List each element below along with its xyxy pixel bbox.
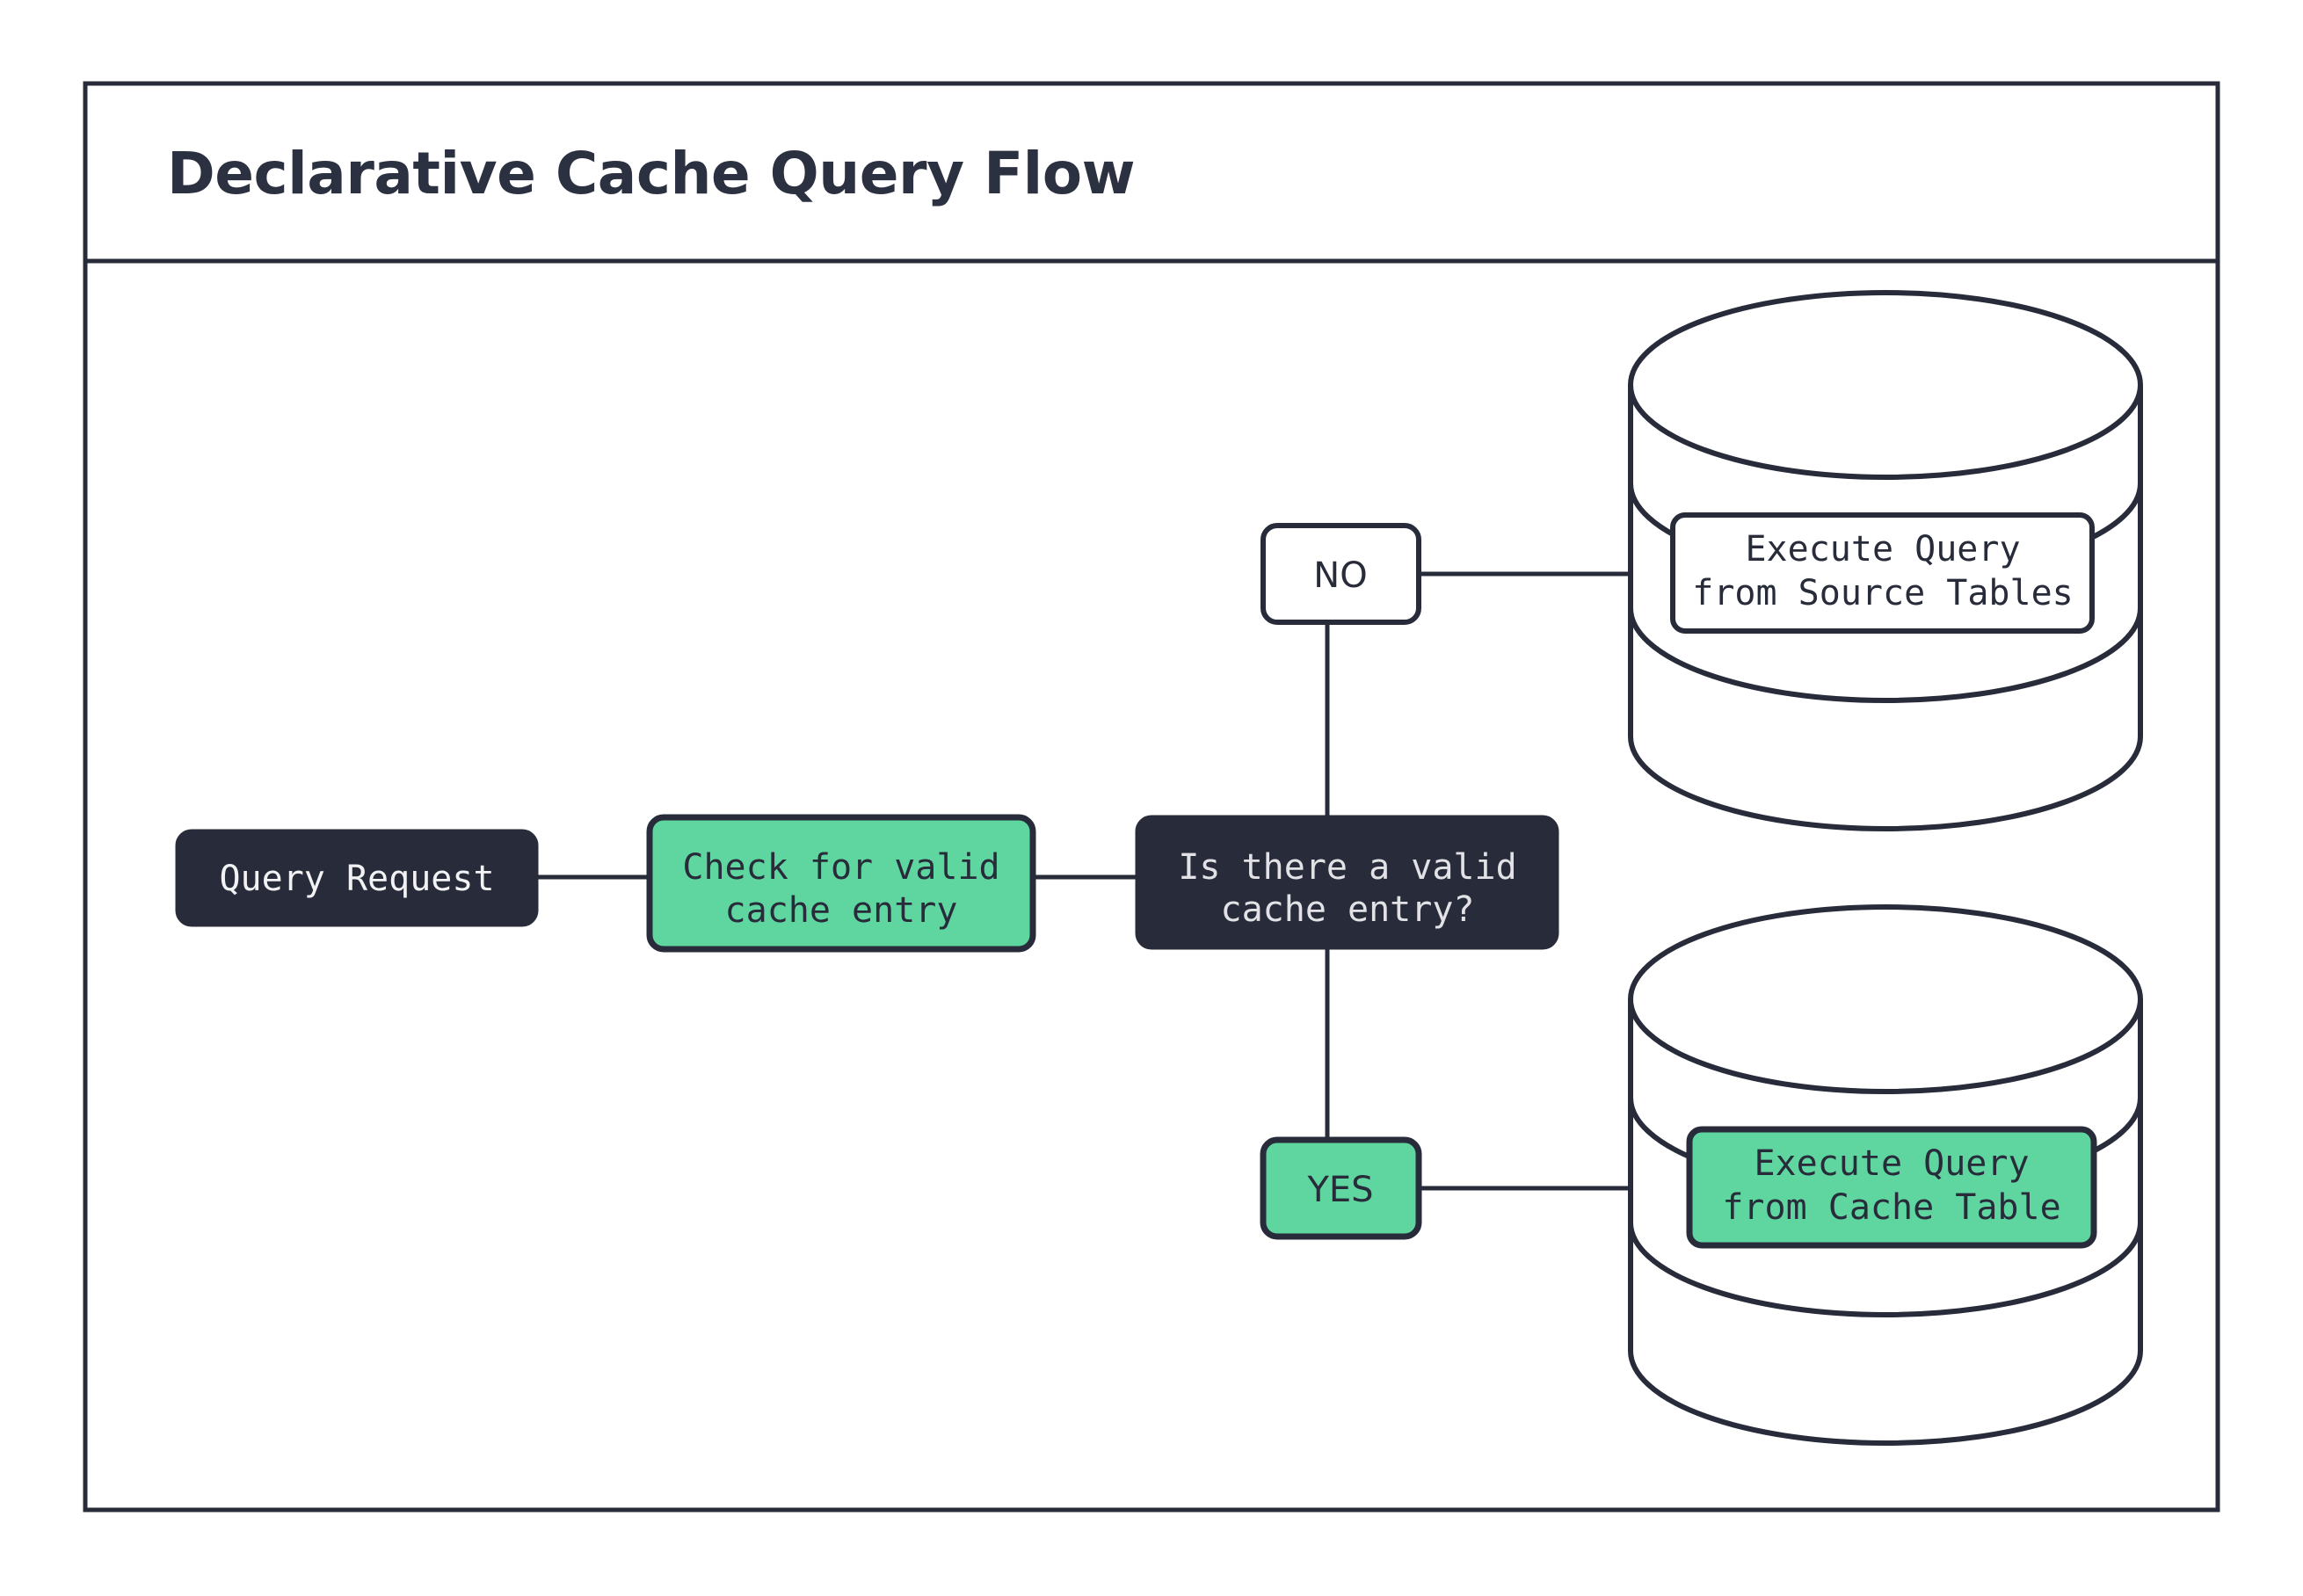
source-label-line1: Execute Query <box>1745 529 2020 569</box>
branch-label-no[interactable]: NO <box>1260 523 1421 625</box>
cylinder-disk-source-3 <box>1628 606 2143 703</box>
cache-label-box[interactable] <box>1686 1126 2097 1249</box>
node-check-cache[interactable]: Check for valid cache entry <box>646 814 1036 953</box>
no-label: NO <box>1313 555 1367 596</box>
decision-box[interactable] <box>1135 815 1559 950</box>
cache-label-line1: Execute Query <box>1754 1143 2029 1184</box>
source-label-box[interactable] <box>1670 512 2095 634</box>
query-request-box[interactable] <box>175 829 539 927</box>
check-cache-line1: Check for valid <box>682 847 999 888</box>
cylinder-disk-cache-3 <box>1628 1220 2143 1317</box>
node-query-request[interactable]: Query Request <box>175 829 539 927</box>
page-title: Declarative Cache Query Flow <box>167 140 1135 207</box>
decision-line1: Is there a valid <box>1178 847 1516 888</box>
cache-label-line2: from Cache Table <box>1722 1187 2060 1228</box>
check-cache-line2: cache entry <box>725 890 958 931</box>
yes-box[interactable] <box>1260 1136 1422 1240</box>
source-label-line2: from Source Tables <box>1692 573 2073 613</box>
cylinder-body-source <box>1628 382 2143 831</box>
cylinder-top-cache <box>1628 904 2143 1094</box>
database-cache-table[interactable]: Execute Query from Cache Table <box>1628 904 2143 1446</box>
query-request-label: Query Request <box>219 859 494 899</box>
decision-line2: cache entry? <box>1221 889 1475 930</box>
cylinder-body-cache <box>1628 997 2143 1446</box>
yes-label: YES <box>1306 1170 1373 1210</box>
database-source-tables[interactable]: Execute Query from Source Tables <box>1628 290 2143 831</box>
check-cache-box[interactable] <box>646 814 1036 953</box>
cylinder-top-source <box>1628 290 2143 480</box>
node-decision-valid-cache[interactable]: Is there a valid cache entry? <box>1135 815 1559 950</box>
branch-label-yes[interactable]: YES <box>1260 1136 1422 1240</box>
no-box[interactable] <box>1260 523 1421 625</box>
